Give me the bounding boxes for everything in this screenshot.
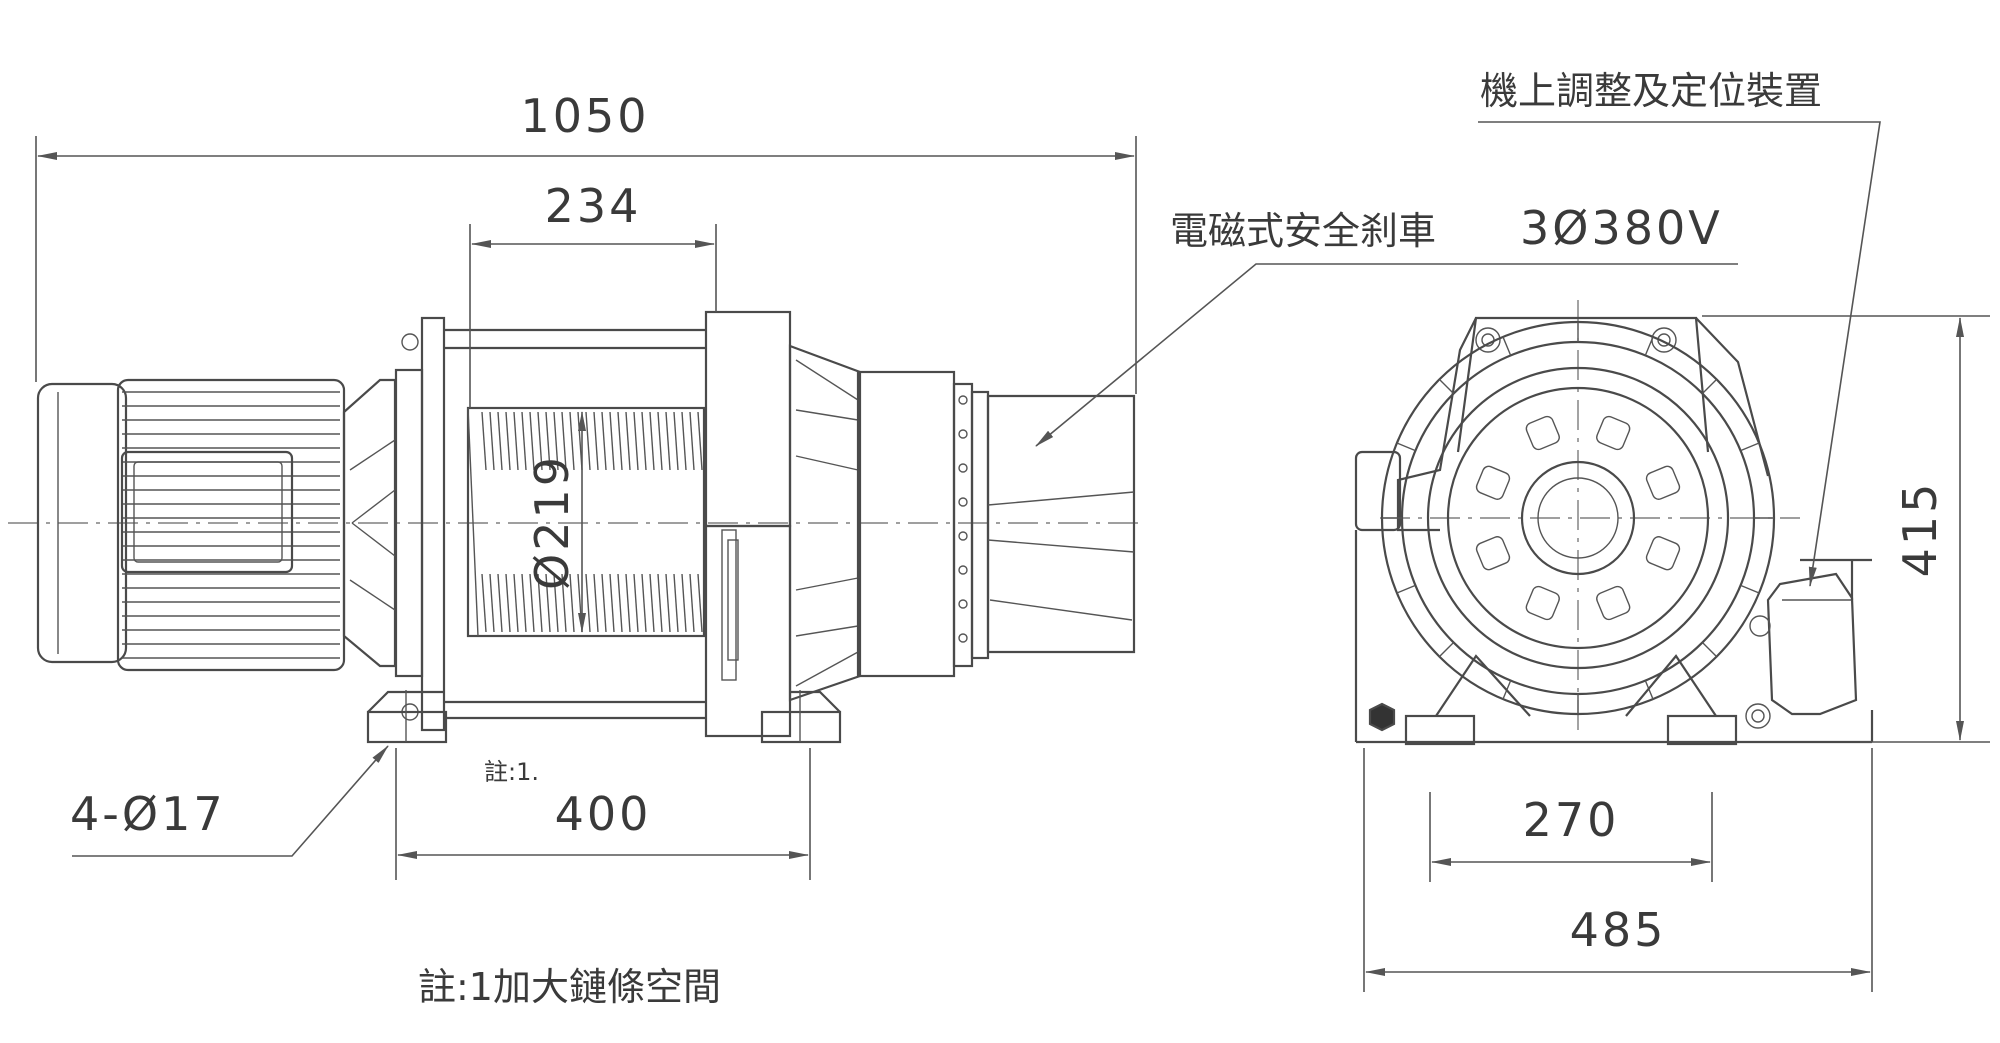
brake-housing (856, 370, 1136, 678)
power-label: 3Ø380V (1520, 201, 1723, 255)
end-housing (1354, 316, 1874, 744)
note-marker: 註:1. (484, 758, 539, 786)
end-view: 415 270 485 (1354, 300, 1990, 992)
inner-width-label: 270 (1523, 793, 1620, 847)
dim-base-length: 400 註:1. (395, 748, 811, 880)
callout-brake: 電磁式安全刹車 3Ø380V (1035, 201, 1738, 447)
side-view: 1050 234 Ø219 400 註:1. 4-Ø17 (8, 89, 1140, 880)
footnote: 註:1加大鏈條空間 (418, 965, 721, 1009)
adjuster-device (1749, 558, 1872, 716)
motor-end-cap (36, 382, 128, 664)
dim-inner-width: 270 (1429, 792, 1713, 882)
terminal-box (120, 450, 294, 574)
motor-body (116, 378, 346, 672)
base-length-label: 400 (555, 787, 652, 841)
brake-label: 電磁式安全刹車 (1170, 209, 1436, 253)
leader-mount-holes: 4-Ø17 (70, 745, 389, 857)
left-frame-plate (394, 316, 446, 732)
drum-diameter-label: Ø219 (525, 454, 579, 590)
dim-overall-width: 485 (1363, 748, 1873, 992)
height-label: 415 (1893, 481, 1947, 578)
mount-holes-label: 4-Ø17 (70, 787, 226, 841)
end-feet (1368, 654, 1771, 746)
adjuster-label: 機上調整及定位裝置 (1480, 69, 1822, 113)
callout-adjuster: 機上調整及定位裝置 (1478, 69, 1881, 587)
dim-overall-length: 1050 (35, 89, 1137, 394)
base-feet (366, 690, 842, 744)
bearing-housing (704, 310, 792, 738)
overall-length-label: 1050 (520, 89, 649, 143)
dim-drum-length: 234 (469, 179, 717, 408)
dim-drum-diameter: Ø219 (525, 411, 586, 633)
cable-drum (466, 406, 706, 638)
dim-height: 415 (1702, 315, 1990, 743)
end-rings (1380, 320, 1776, 716)
overall-width-label: 485 (1570, 903, 1667, 957)
drum-length-label: 234 (545, 179, 642, 233)
